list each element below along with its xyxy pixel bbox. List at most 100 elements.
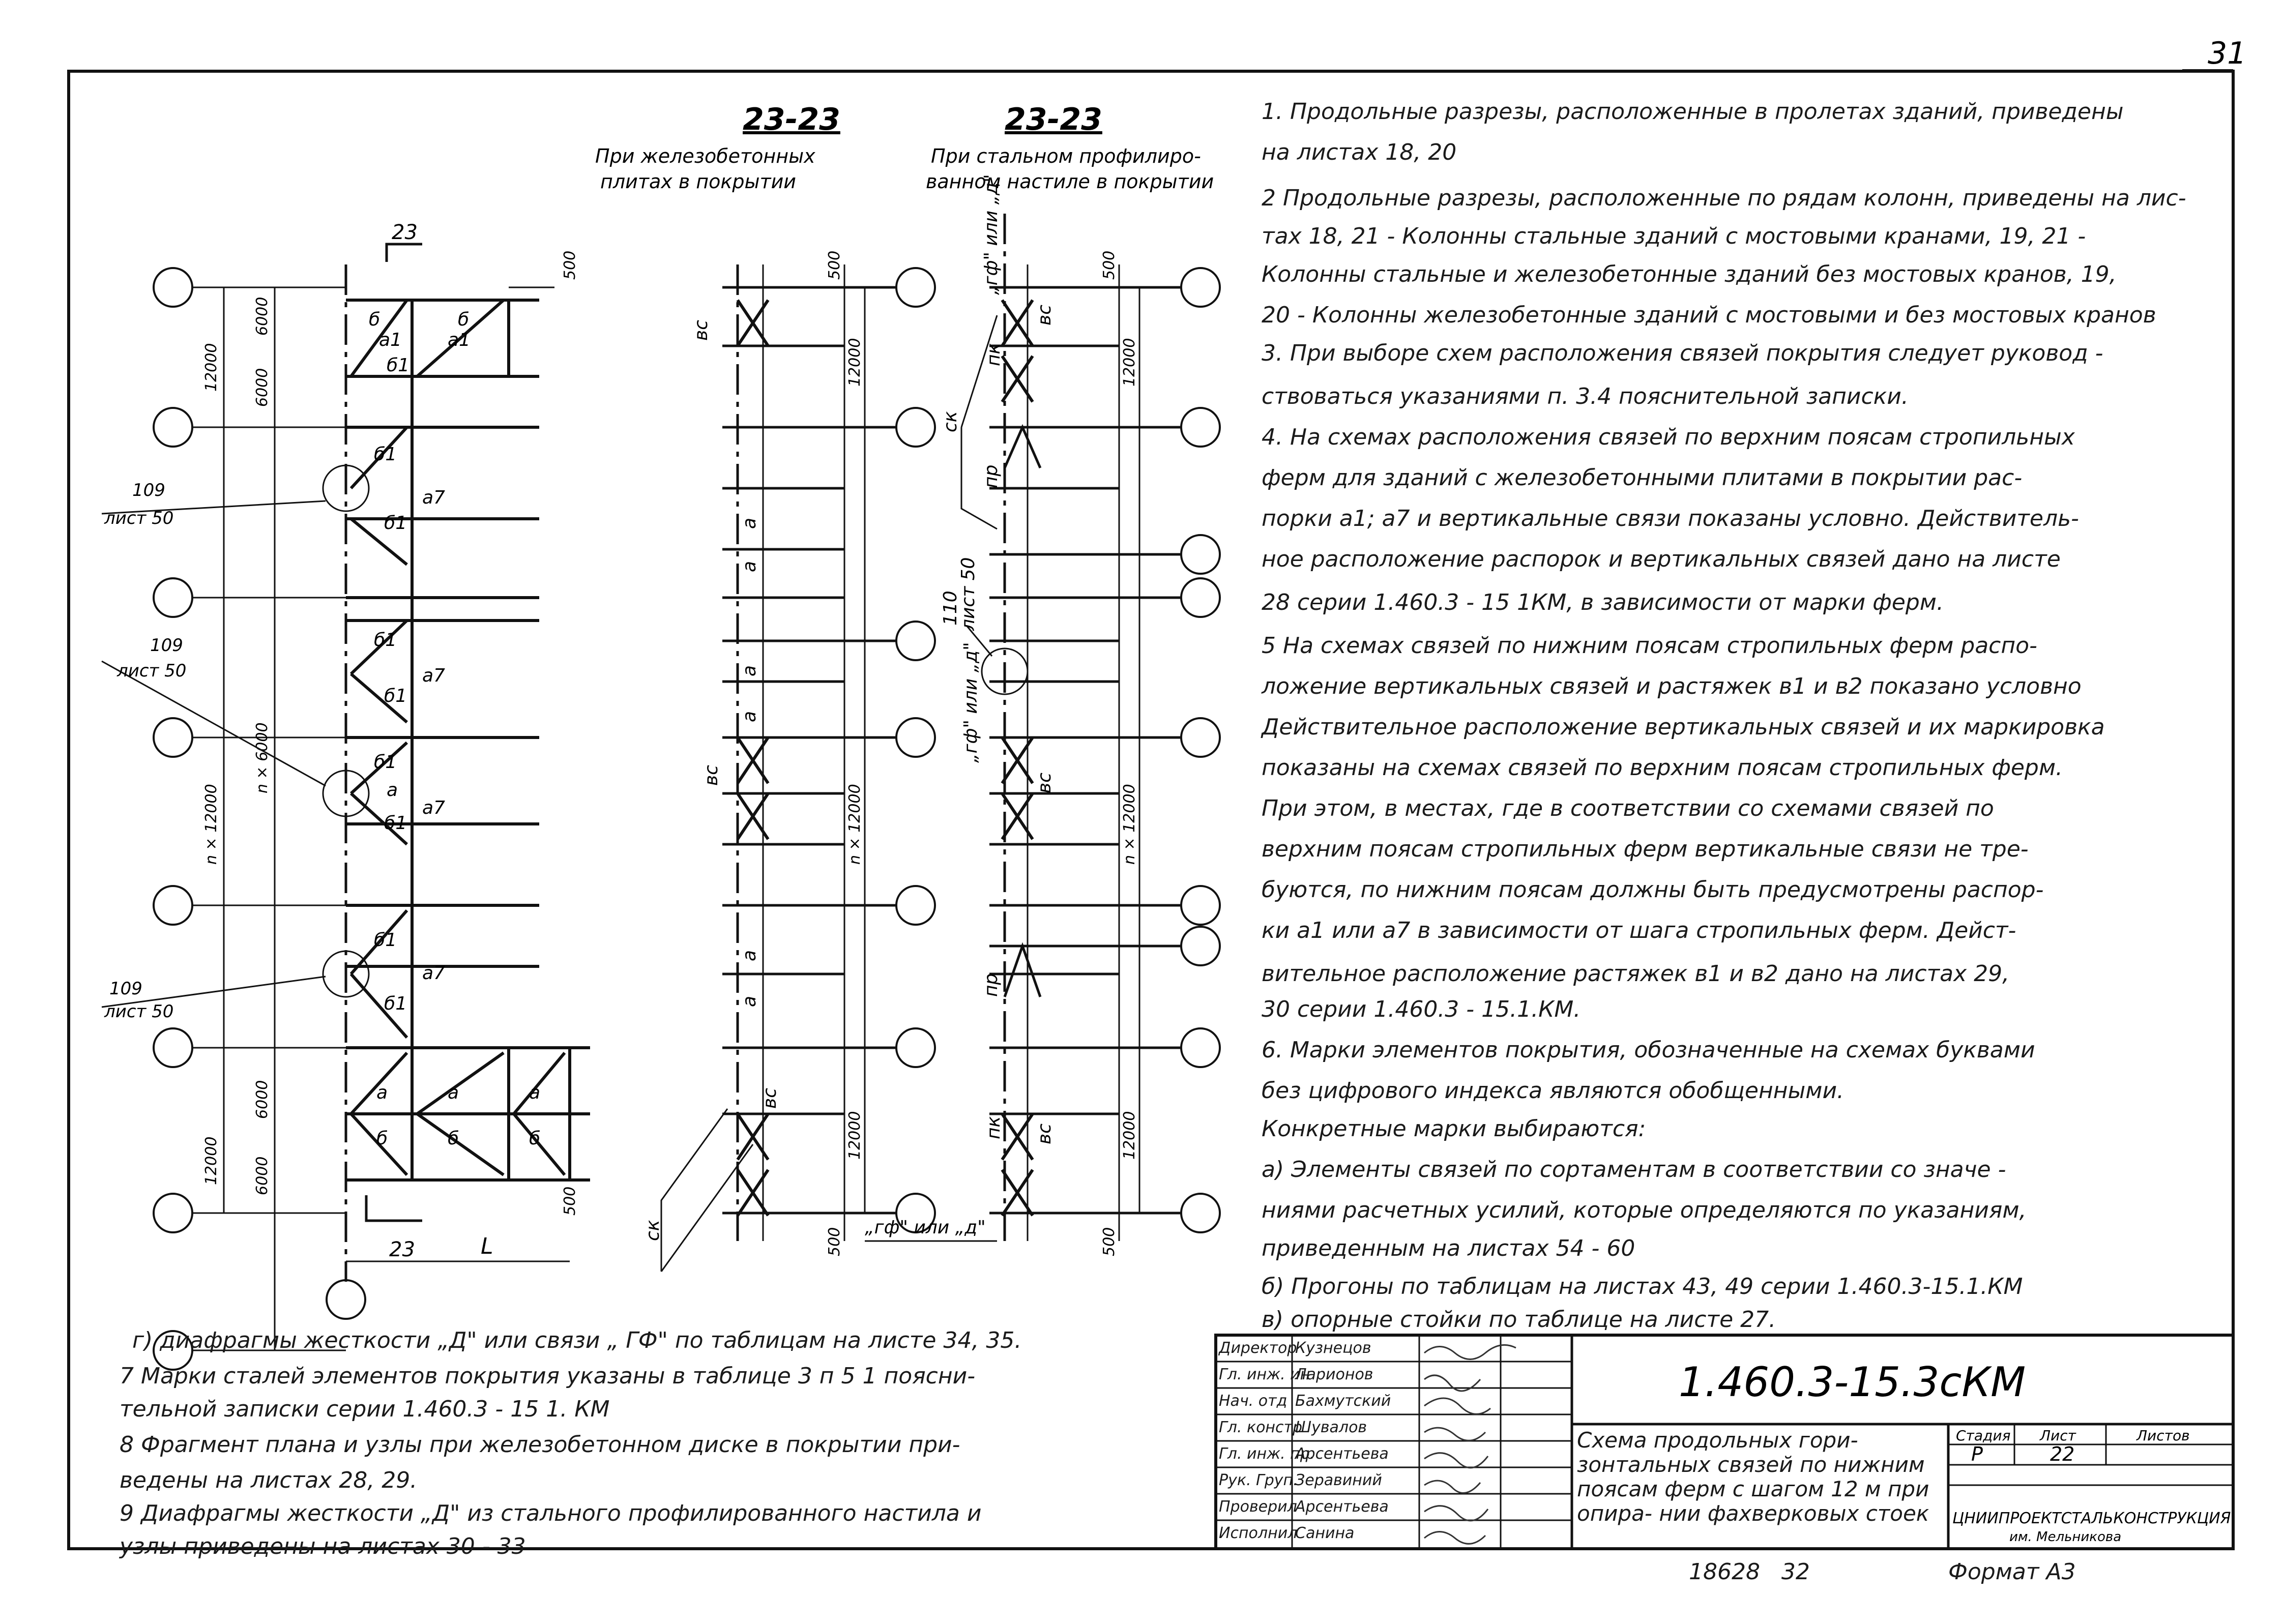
note-line-14: 5 На схемах связей по нижним поясам стро… bbox=[1262, 633, 2037, 659]
left-callout-1-sheet: лист 50 bbox=[104, 508, 173, 528]
stage-label: Стадия bbox=[1956, 1427, 2010, 1444]
section-2-caption-2: ванном настиле в покрытии bbox=[926, 170, 1214, 193]
left-axis-mark-bottom: 23 bbox=[389, 1238, 415, 1261]
label-b1-2: б1 bbox=[374, 444, 397, 465]
note-line-29: приведенным на листах 54 - 60 bbox=[1262, 1235, 1635, 1261]
bottom-note-4: 8 Фрагмент плана и узлы при железобетонн… bbox=[120, 1432, 960, 1458]
mid-dim-top: 500 bbox=[826, 251, 843, 280]
sig-name-5: Арсентьева bbox=[1295, 1445, 1389, 1463]
right-dim-top: 500 bbox=[1100, 251, 1118, 280]
note-line-1: 1. Продольные разрезы, расположенные в п… bbox=[1262, 99, 2124, 125]
bottom-note-3: тельной записки серии 1.460.3 - 15 1. КМ bbox=[120, 1396, 610, 1422]
section-1-mark: 23-23 bbox=[743, 102, 840, 137]
label-b-2: б bbox=[458, 309, 469, 330]
sig-name-1: Кузнецов bbox=[1295, 1339, 1371, 1357]
right-label-gf-1: „гф" или „д" bbox=[981, 174, 1002, 295]
label-b1-6: б1 bbox=[374, 752, 397, 773]
note-line-2: на листах 18, 20 bbox=[1262, 139, 1457, 165]
sig-name-4: Шувалов bbox=[1295, 1419, 1367, 1436]
left-dim-12000-bottom: 12000 bbox=[202, 1137, 220, 1185]
note-line-13: 28 серии 1.460.3 - 15 1КМ, в зависимости… bbox=[1262, 589, 1944, 615]
label-b1-3: б1 bbox=[384, 513, 407, 534]
left-span-label: L bbox=[481, 1233, 493, 1259]
label-a-3: а bbox=[448, 1082, 459, 1103]
note-line-31: в) опорные стойки по таблице на листе 27… bbox=[1262, 1307, 1776, 1333]
sheets-label: Листов bbox=[2136, 1427, 2190, 1444]
sig-role-8: Исполнил bbox=[1219, 1524, 1298, 1542]
label-b-1: б bbox=[369, 309, 380, 330]
right-dim-n12000: n × 12000 bbox=[1121, 784, 1138, 865]
note-line-19: верхним поясам стропильных ферм вертикал… bbox=[1262, 836, 2029, 862]
sig-name-6: Зеравиний bbox=[1295, 1471, 1382, 1489]
label-a7-1: а7 bbox=[422, 487, 445, 508]
middle-bracing-diagram: вс а а а а вс а а вс ск 500 12000 n × 12… bbox=[642, 251, 936, 1272]
sig-name-8: Санина bbox=[1295, 1524, 1355, 1542]
label-b-3: б bbox=[376, 1128, 388, 1149]
right-label-pk-1: пк bbox=[983, 343, 1004, 366]
right-label-gf-3: „гф" или „д" bbox=[865, 1217, 986, 1238]
sig-role-2: Гл. инж. ин bbox=[1219, 1366, 1310, 1383]
label-a7-4: а7 bbox=[422, 963, 445, 984]
left-callout-3-num: 109 bbox=[109, 979, 142, 999]
title-description: Схема продольных гори- зонтальных связей… bbox=[1577, 1428, 1929, 1526]
section-1-caption-2: плитах в покрытии bbox=[600, 170, 796, 193]
left-callout-3-sheet: лист 50 bbox=[104, 1001, 173, 1022]
note-line-11: порки а1; а7 и вертикальные связи показа… bbox=[1262, 506, 2079, 532]
mid-label-a-1: а bbox=[739, 518, 760, 529]
mid-label-a-2: а bbox=[739, 561, 760, 572]
mid-dim-bottom: 500 bbox=[826, 1227, 843, 1256]
section-2-mark: 23-23 bbox=[1005, 102, 1102, 137]
label-b1-9: б1 bbox=[384, 993, 407, 1014]
sig-role-1: Директор bbox=[1219, 1339, 1297, 1357]
mid-label-a-6: а bbox=[739, 996, 760, 1007]
sheet-label: Лист bbox=[2039, 1427, 2076, 1444]
right-label-pr-2: пр bbox=[981, 973, 1002, 997]
label-a7-3: а7 bbox=[422, 798, 445, 818]
document-code: 1.460.3-15.3сКМ bbox=[1679, 1359, 2026, 1406]
note-line-20: буются, по нижним поясам должны быть пре… bbox=[1262, 877, 2044, 903]
right-label-pk-2: пк bbox=[983, 1116, 1004, 1139]
note-line-5: Колонны стальные и железобетонные зданий… bbox=[1262, 261, 2117, 287]
note-line-15: ложение вертикальных связей и растяжек в… bbox=[1262, 673, 2082, 699]
left-dim-6000-b: 6000 bbox=[253, 368, 271, 407]
section-1-caption-1: При железобетонных bbox=[595, 145, 815, 167]
note-line-21: ки а1 или а7 в зависимости от шага строп… bbox=[1262, 918, 2016, 943]
mid-label-vs-3: вс bbox=[759, 1088, 780, 1109]
sig-name-7: Арсентьева bbox=[1295, 1498, 1389, 1516]
left-callout-2-sheet: лист 50 bbox=[116, 661, 186, 681]
label-b-4: б bbox=[448, 1128, 459, 1149]
mid-dim-n12000: n × 12000 bbox=[846, 784, 864, 865]
organization: ЦНИИПРОЕКТСТАЛЬКОНСТРУКЦИЯ bbox=[1952, 1510, 2231, 1527]
right-callout-sheet: лист 50 bbox=[958, 557, 979, 631]
right-callout-num: 110 bbox=[940, 590, 961, 626]
note-line-9: 4. На схемах расположения связей по верх… bbox=[1262, 424, 2075, 450]
left-dim-12000-top: 12000 bbox=[202, 343, 220, 392]
sig-role-3: Нач. отд bbox=[1219, 1392, 1287, 1410]
mid-label-vs-1: вс bbox=[691, 320, 712, 341]
mid-dim-12000-bottom: 12000 bbox=[846, 1111, 864, 1160]
note-line-10: ферм для зданий с железобетонными плитам… bbox=[1262, 465, 2023, 491]
right-label-pr-1: пр bbox=[981, 465, 1002, 488]
note-line-25: без цифрового индекса являются обобщенны… bbox=[1262, 1078, 1845, 1104]
mid-label-sk: ск bbox=[642, 1220, 663, 1241]
title-block bbox=[1214, 1334, 2235, 1550]
right-dim-bottom: 500 bbox=[1100, 1227, 1118, 1256]
note-line-17: показаны на схемах связей по верхним поя… bbox=[1262, 755, 2063, 781]
label-a-1: а bbox=[387, 780, 398, 801]
signature-scribbles bbox=[1424, 1344, 1516, 1545]
left-dim-6000-d: 6000 bbox=[253, 1157, 271, 1195]
right-label-vs-3: вс bbox=[1034, 1124, 1055, 1144]
bottom-note-5: ведены на листах 28, 29. bbox=[120, 1467, 418, 1493]
right-label-vs-1: вс bbox=[1034, 305, 1055, 326]
sheet-value: 22 bbox=[2050, 1443, 2074, 1465]
note-line-4: тах 18, 21 - Колонны стальные зданий с м… bbox=[1262, 223, 2086, 249]
section-2-caption-1: При стальном профилиро- bbox=[931, 145, 1201, 167]
left-callout-2-num: 109 bbox=[150, 635, 183, 656]
left-dim-bottom: 500 bbox=[561, 1187, 579, 1216]
note-line-23: 30 серии 1.460.3 - 15.1.КМ. bbox=[1262, 996, 1581, 1022]
label-a-4: а bbox=[529, 1082, 540, 1103]
left-dim-6000-a: 6000 bbox=[253, 297, 271, 336]
note-line-8: ствоваться указаниями п. 3.4 пояснительн… bbox=[1262, 383, 1909, 409]
